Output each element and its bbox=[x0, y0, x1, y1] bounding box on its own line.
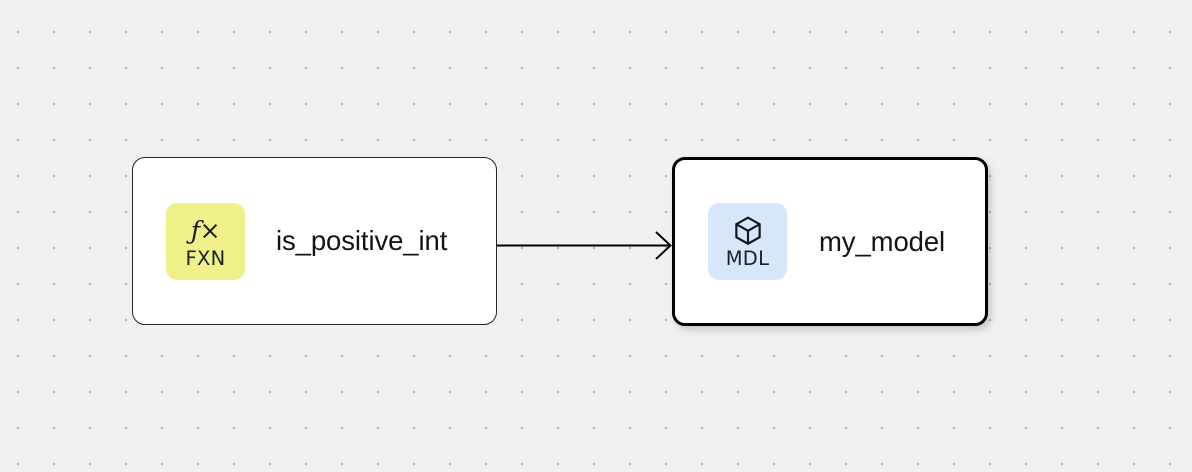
graph-node-my-model[interactable]: MDL my_model bbox=[672, 157, 988, 326]
edge-fxn-to-mdl[interactable] bbox=[497, 231, 672, 260]
node-type-abbr: MDL bbox=[725, 247, 770, 271]
node-type-badge-mdl: MDL bbox=[708, 203, 787, 280]
graph-node-is-positive-int[interactable]: ƒ× FXN is_positive_int bbox=[132, 157, 497, 325]
edge-arrowhead-icon bbox=[655, 231, 672, 260]
cube-icon bbox=[731, 214, 765, 248]
cube-icon-svg bbox=[734, 216, 761, 246]
node-label: is_positive_int bbox=[276, 225, 448, 256]
function-icon: ƒ× bbox=[190, 214, 221, 248]
node-label: my_model bbox=[819, 225, 946, 257]
node-type-badge-fxn: ƒ× FXN bbox=[166, 202, 245, 280]
function-glyph: ƒ× bbox=[190, 216, 221, 246]
node-type-abbr: FXN bbox=[185, 246, 226, 270]
